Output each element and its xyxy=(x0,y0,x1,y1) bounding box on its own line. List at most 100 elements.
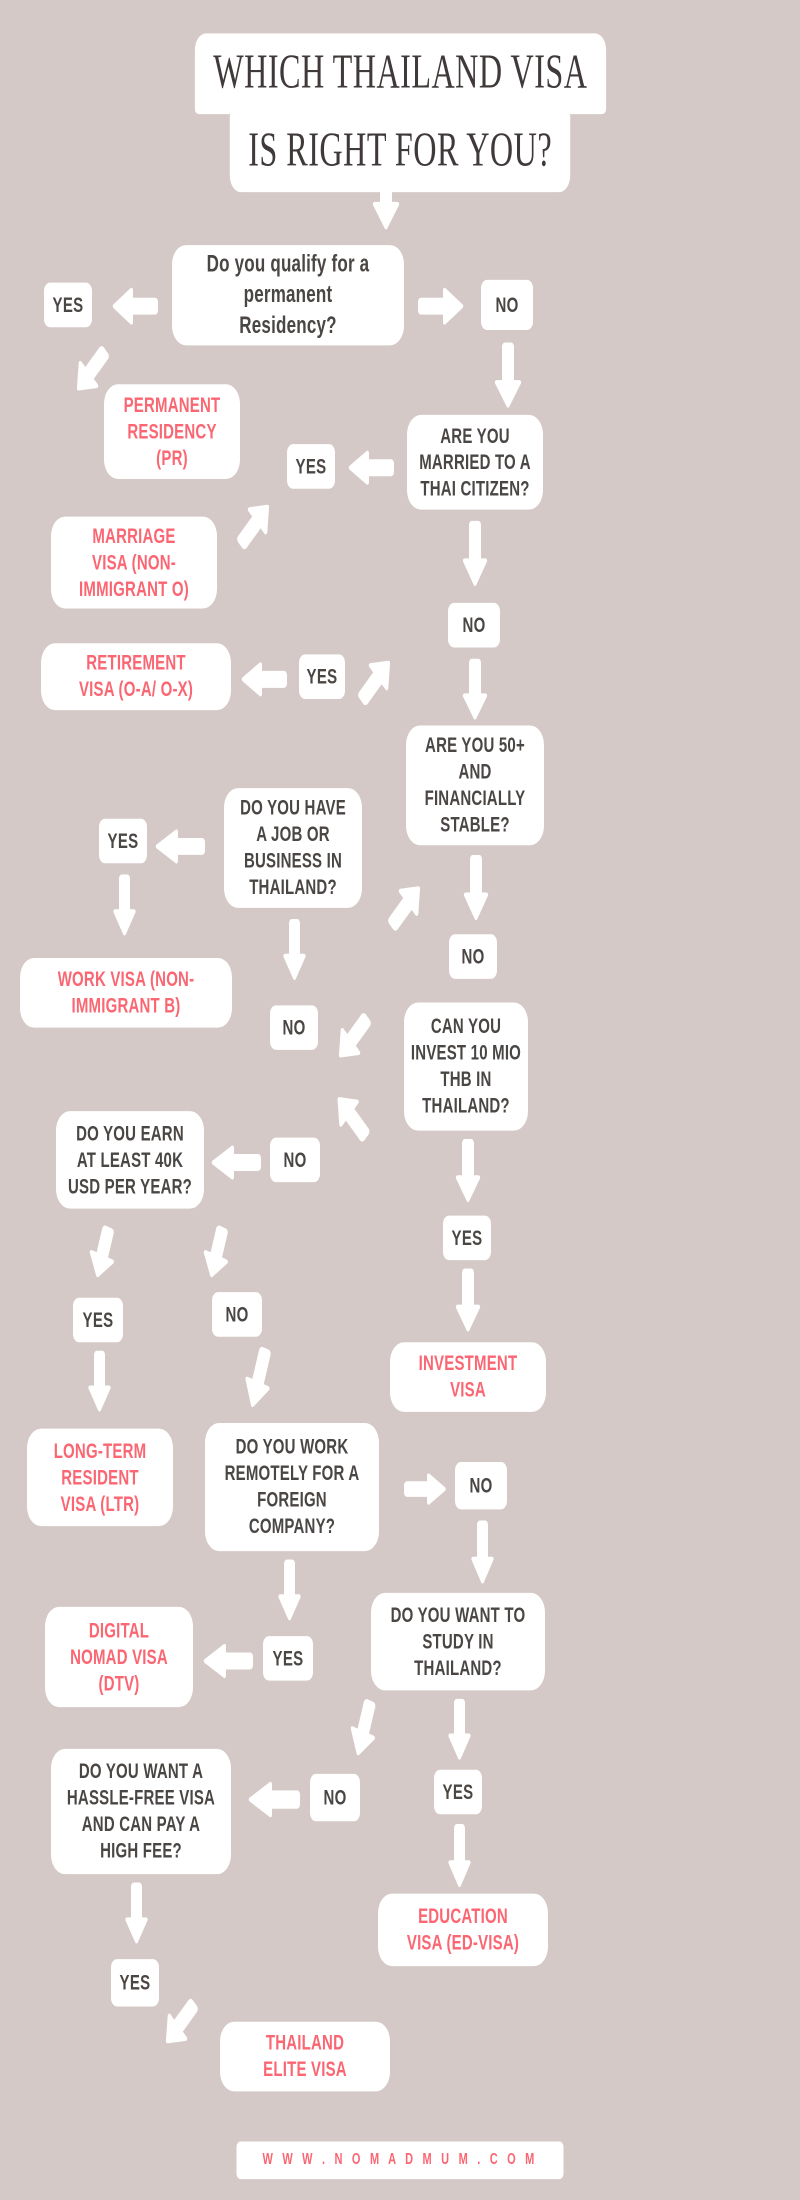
r9-line-1: THAILAND xyxy=(265,2031,345,2056)
question-hassle-free-high-fee: DO YOU WANT A HASSLE-FREE VISA AND CAN P… xyxy=(51,1748,231,1875)
q3-line-3: FINANCIALLY xyxy=(424,786,526,811)
q6-line-3: USD PER YEAR? xyxy=(67,1174,192,1199)
arrow-left-q4-yes xyxy=(155,822,205,867)
r2-line-3: IMMIGRANT O) xyxy=(79,577,189,601)
label-yes-q1: YES xyxy=(44,282,92,328)
arrow-diag-q6-no-to-q7 xyxy=(236,1344,280,1411)
arrow-diag-q3-no-to-q4 xyxy=(383,877,429,938)
arrow-diag-q9-yes-to-elite xyxy=(157,1991,203,2052)
question-permanent-residency: Do you qualify for a permanent Residency… xyxy=(172,245,404,346)
q1-line-1: Do you qualify for a xyxy=(206,250,370,278)
q3-line-2: AND xyxy=(458,760,492,784)
result-digital-nomad-visa: DIGITAL NOMAD VISA (DTV) xyxy=(45,1606,193,1708)
arrow-diag-q6-yes xyxy=(82,1223,122,1281)
arrow-left-q3-yes xyxy=(241,654,287,699)
label-no-q7: NO xyxy=(455,1462,507,1510)
label-no-q5: NO xyxy=(270,1137,320,1183)
arrow-down-to-q2 xyxy=(492,342,522,410)
r8-line-1: EDUCATION xyxy=(418,1904,508,1929)
label-yes-q8: YES xyxy=(434,1769,482,1815)
page-title: WHICH THAILAND VISA IS RIGHT FOR YOU? xyxy=(0,33,800,193)
label-yes-q9: YES xyxy=(111,1959,159,2007)
r7-line-3: (DTV) xyxy=(98,1671,140,1696)
arrow-left-q8-no-to-q9 xyxy=(248,1774,300,1821)
question-married-thai: ARE YOU MARRIED TO A THAI CITIZEN? xyxy=(407,414,543,510)
q4-line-3: BUSINESS IN xyxy=(243,849,343,874)
r6-line-1: LONG-TERM xyxy=(53,1439,147,1463)
r1-line-3: (PR) xyxy=(156,446,188,470)
r5-line-1: INVESTMENT xyxy=(418,1352,518,1376)
q5-line-3: THB IN xyxy=(440,1067,492,1092)
arrow-diag-q8-no xyxy=(341,1696,385,1760)
arrow-left-q2-yes xyxy=(348,443,394,488)
result-ltr-visa: LONG-TERM RESIDENT VISA (LTR) xyxy=(27,1428,173,1527)
question-job-or-business: DO YOU HAVE A JOB OR BUSINESS IN THAILAN… xyxy=(224,788,362,908)
label-no-q6: NO xyxy=(212,1292,262,1337)
question-remote-foreign-company: DO YOU WORK REMOTELY FOR A FOREIGN COMPA… xyxy=(205,1423,379,1552)
arrow-diag-q3-yes-from-question xyxy=(353,652,399,713)
label-yes-q7: YES xyxy=(263,1636,313,1681)
question-study-in-thailand: DO YOU WANT TO STUDY IN THAILAND? xyxy=(371,1592,545,1691)
q1-line-3: Residency? xyxy=(239,311,337,339)
r2-line-2: VISA (NON- xyxy=(92,550,176,575)
arrow-down-to-education-visa xyxy=(445,1824,471,1888)
r1-line-1: PERMANENT xyxy=(123,393,221,418)
q7-line-4: COMPANY? xyxy=(248,1514,336,1539)
arrow-down-q6-yes-to-ltr xyxy=(85,1350,111,1412)
label-yes-q5: YES xyxy=(443,1215,491,1261)
q2-line-2: MARRIED TO A xyxy=(419,450,531,475)
q4-line-4: THAILAND? xyxy=(249,875,337,900)
label-yes-q3: YES xyxy=(299,654,345,699)
arrow-down-to-investment-visa xyxy=(453,1268,481,1332)
arrow-left-q7-yes-to-dtv xyxy=(203,1636,253,1681)
arrow-down-q8-yes xyxy=(445,1698,471,1760)
result-education-visa: EDUCATION VISA (ED-VISA) xyxy=(378,1893,548,1967)
arrow-down-q3-no xyxy=(461,854,489,922)
label-no-q1: NO xyxy=(481,279,533,330)
label-no-q8: NO xyxy=(310,1773,360,1822)
label-no-q2: NO xyxy=(448,602,500,648)
r2-line-1: MARRIAGE xyxy=(92,524,176,548)
q7-line-3: FOREIGN xyxy=(257,1488,327,1513)
result-investment-visa: INVESTMENT VISA xyxy=(390,1342,546,1412)
q7-line-1: DO YOU WORK xyxy=(235,1435,349,1460)
r7-line-1: DIGITAL xyxy=(88,1618,150,1643)
arrow-down-q2-no xyxy=(460,520,488,588)
question-earn-40k-usd: DO YOU EARN AT LEAST 40K USD PER YEAR? xyxy=(56,1111,204,1209)
q2-line-3: THAI CITIZEN? xyxy=(420,476,530,501)
r6-line-3: VISA (LTR) xyxy=(60,1491,140,1516)
q4-line-1: DO YOU HAVE xyxy=(240,796,346,821)
r7-line-2: NOMAD VISA xyxy=(70,1645,168,1669)
arrow-down-q7-no-to-q8 xyxy=(468,1520,494,1585)
arrow-down-q4-no xyxy=(280,918,306,980)
arrow-down-q7-yes xyxy=(275,1559,301,1621)
q3-line-1: ARE YOU 50+ xyxy=(425,733,525,758)
q8-line-2: STUDY IN xyxy=(422,1629,494,1654)
arrow-down-q5-yes xyxy=(453,1138,481,1203)
arrow-diag-q6-no xyxy=(196,1223,236,1281)
page-title-line-1: WHICH THAILAND VISA xyxy=(194,33,606,115)
arrow-left-q1-yes xyxy=(112,278,158,328)
arrow-down-q4-yes-to-work xyxy=(110,874,136,936)
label-yes-q4: YES xyxy=(99,818,147,864)
result-retirement-visa: RETIREMENT VISA (O-A/ O-X) xyxy=(41,643,231,711)
q4-line-2: A JOB OR xyxy=(256,822,330,847)
arrow-diag-q2-yes-to-marriage xyxy=(232,496,278,557)
r1-line-2: RESIDENCY xyxy=(127,419,217,444)
footer-website-url[interactable]: W W W . N O M A D M U M . C O M xyxy=(236,2141,564,2180)
arrow-diag-q1-yes-to-pr xyxy=(68,338,114,399)
result-marriage-visa: MARRIAGE VISA (NON- IMMIGRANT O) xyxy=(51,516,217,609)
q8-line-3: THAILAND? xyxy=(414,1656,502,1680)
q9-line-3: AND CAN PAY A xyxy=(81,1812,201,1837)
arrow-down-title-to-q1 xyxy=(370,164,400,231)
r8-line-2: VISA (ED-VISA) xyxy=(406,1931,520,1955)
arrow-down-q9-yes xyxy=(122,1882,148,1944)
r6-line-2: RESIDENT xyxy=(61,1465,139,1490)
label-no-q3: NO xyxy=(449,934,497,979)
q6-line-1: DO YOU EARN xyxy=(76,1121,184,1146)
q5-line-1: CAN YOU xyxy=(430,1015,502,1039)
r4-line-1: WORK VISA (NON- xyxy=(57,967,195,992)
q9-line-2: HASSLE-FREE VISA xyxy=(66,1786,216,1811)
q5-line-4: THAILAND? xyxy=(422,1094,510,1119)
